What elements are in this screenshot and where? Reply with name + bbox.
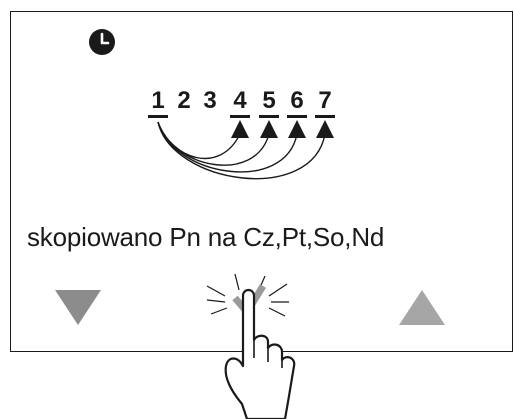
arrowhead-day-6: [288, 120, 306, 138]
clock-icon: [89, 29, 115, 55]
triangle-up-icon: [399, 290, 445, 325]
day-6-target: 6: [287, 88, 307, 118]
copy-arrow-day-4: [157, 121, 241, 160]
copy-arrow-day-5: [157, 121, 270, 166]
down-button[interactable]: [48, 283, 108, 333]
day-2: 2: [177, 87, 191, 114]
copy-arrows-graphic: [157, 120, 334, 180]
copy-arrow-day-7: [157, 121, 326, 180]
day-4-target: 4: [230, 88, 250, 118]
triangle-down-icon: [55, 290, 101, 325]
day-7-target: 7: [315, 88, 335, 118]
copy-arrow-day-6: [157, 121, 298, 173]
arrowhead-day-5: [260, 120, 278, 138]
arrowhead-day-7: [316, 120, 334, 138]
confirm-button[interactable]: [205, 272, 295, 332]
day-5-target: 5: [259, 88, 279, 118]
weekday-selector: 1 2 3 4 5 6 7: [148, 87, 335, 118]
day-1-source: 1: [148, 88, 168, 118]
day-3: 3: [203, 87, 217, 114]
arrowhead-day-4: [231, 120, 249, 138]
status-message: skopiowano Pn na Cz,Pt,So,Nd: [27, 222, 385, 252]
up-button[interactable]: [392, 283, 452, 333]
